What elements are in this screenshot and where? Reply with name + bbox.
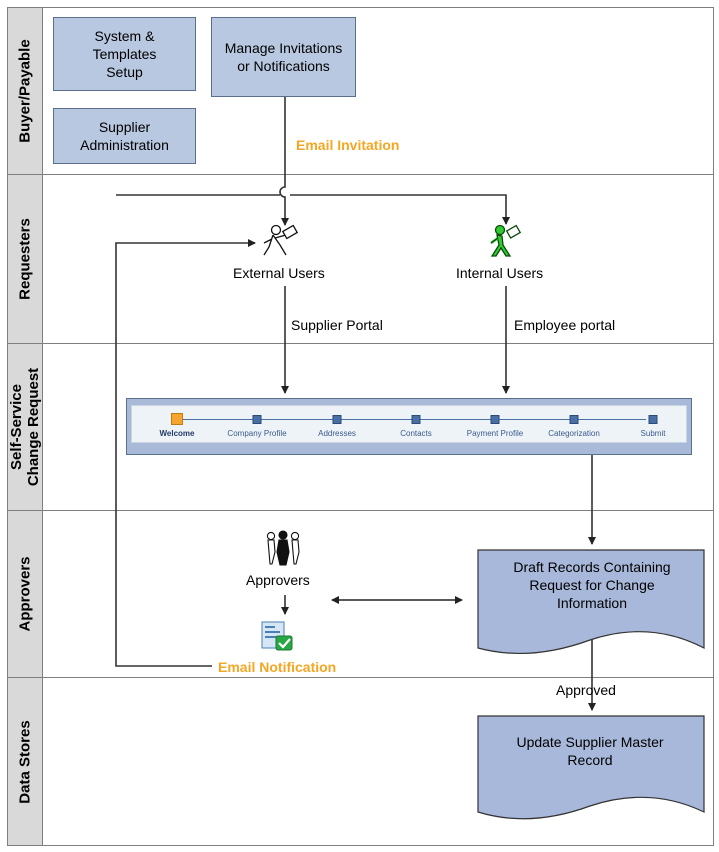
step-label-submit[interactable]: Submit [640,429,666,438]
step-node-addresses[interactable] [332,415,342,424]
external-users-label: External Users [233,265,325,281]
step-label-company-profile[interactable]: Company Profile [227,429,287,438]
step-label-categorization[interactable]: Categorization [548,429,600,438]
employee-portal-label: Employee portal [514,317,616,333]
step-label-addresses[interactable]: Addresses [318,429,356,438]
external-user-icon [263,224,299,256]
approvers-group-icon [266,530,300,566]
email-notification-label: Email Notification [218,659,337,675]
update-master-label: Update Supplier Master Record [516,734,664,768]
draft-records-label: Draft Records Containing Request for Cha… [513,559,671,611]
step-node-welcome[interactable] [171,413,183,425]
draft-records-document-shape [477,549,705,655]
self-service-portal-wizard: Welcome Company Profile Addresses Contac… [126,398,692,455]
internal-users-label: Internal Users [456,265,544,281]
system-templates-setup-box: System & Templates Setup [53,17,196,91]
update-master-document-shape [477,715,705,820]
arrow-invitation-to-internal [116,194,506,224]
manage-invitations-box: Manage Invitations or Notifications [211,17,356,97]
step-node-categorization[interactable] [569,415,579,424]
email-invitation-label: Email Invitation [296,137,400,153]
supplier-portal-label: Supplier Portal [291,317,383,333]
supplier-administration-box: Supplier Administration [53,108,196,164]
step-node-payment-profile[interactable] [490,415,500,424]
approved-label: Approved [556,682,616,698]
step-label-welcome[interactable]: Welcome [159,429,195,438]
lane-datastores: Data Stores [7,677,714,846]
arrow-invitation-to-external [279,97,289,226]
approvers-label: Approvers [246,572,310,588]
email-notification-document-icon [261,621,293,651]
internal-user-icon [490,224,522,257]
step-label-payment-profile[interactable]: Payment Profile [466,429,524,438]
step-label-contacts[interactable]: Contacts [400,429,432,438]
step-node-contacts[interactable] [411,415,421,424]
step-node-company-profile[interactable] [252,415,262,424]
step-node-submit[interactable] [648,415,658,424]
loop-back-line [115,239,256,667]
